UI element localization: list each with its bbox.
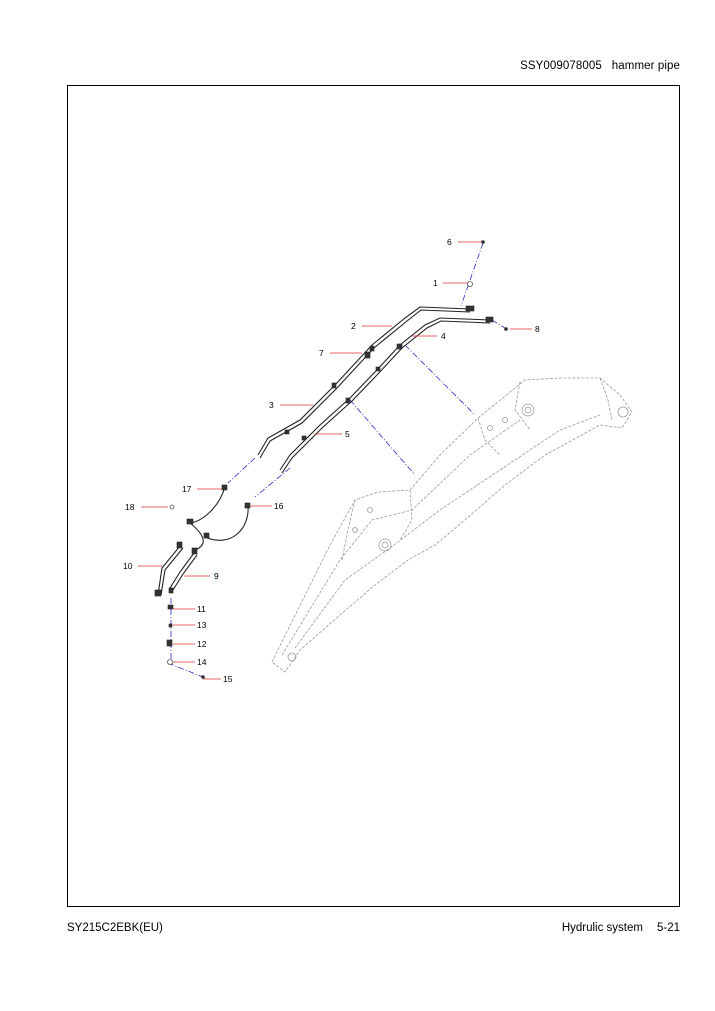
drawing-frame xyxy=(67,85,680,907)
footer-page-number: 5-21 xyxy=(656,922,680,934)
callout-5: 5 xyxy=(345,429,350,439)
page-header: SSY009078005 hammer pipe xyxy=(520,60,680,72)
page-footer: Hydrulic system 5-21 xyxy=(548,922,680,934)
footer-model: SY215C2EBK(EU) xyxy=(67,922,163,934)
center-lines xyxy=(167,242,509,678)
callout-18: 18 xyxy=(125,502,135,512)
callout-9: 9 xyxy=(214,571,219,581)
callout-2: 2 xyxy=(351,321,356,331)
callout-15: 15 xyxy=(223,674,233,684)
doc-code: SSY009078005 xyxy=(520,60,602,72)
footer-section: Hydrulic system xyxy=(561,922,643,934)
leader-lines xyxy=(138,241,532,680)
callout-labels: 6 1 2 7 4 8 3 5 17 16 18 10 9 11 13 12 1… xyxy=(123,237,540,684)
callout-13: 13 xyxy=(197,620,207,630)
callout-1: 1 xyxy=(433,278,438,288)
callout-16: 16 xyxy=(274,501,284,511)
callout-4: 4 xyxy=(441,331,446,341)
callout-11: 11 xyxy=(197,604,206,614)
callout-14: 14 xyxy=(197,657,207,667)
callout-12: 12 xyxy=(197,639,207,649)
callout-7: 7 xyxy=(319,348,324,358)
doc-title: hammer pipe xyxy=(611,60,680,72)
callout-8: 8 xyxy=(535,324,540,334)
pipe-fittings xyxy=(154,240,508,679)
callout-10: 10 xyxy=(123,561,133,571)
callout-17: 17 xyxy=(182,484,192,494)
boom-outline xyxy=(271,377,633,673)
callout-6: 6 xyxy=(447,237,452,247)
callout-3: 3 xyxy=(269,400,274,410)
pipe-assembly xyxy=(157,306,491,596)
boom-details xyxy=(287,403,629,662)
